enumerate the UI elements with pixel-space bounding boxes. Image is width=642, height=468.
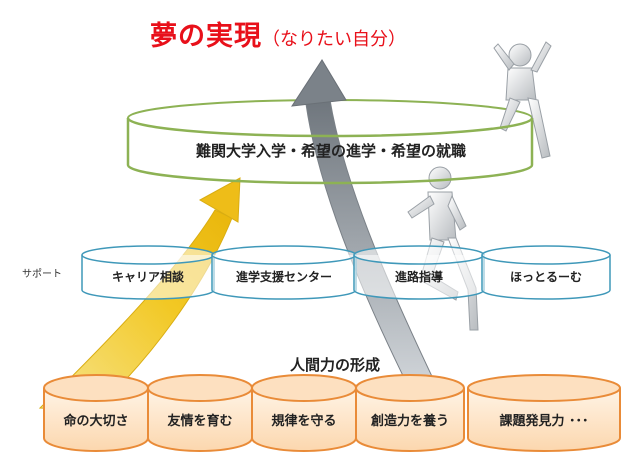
foundation-cylinder-3 bbox=[251, 374, 357, 452]
support-item-guidance: 進路指導 bbox=[394, 270, 443, 284]
goal-label: 難関大学入学・希望の進学・希望の就職 bbox=[195, 142, 466, 160]
foundation-item-discipline: 規律を守る bbox=[271, 414, 337, 429]
page-title: 夢の実現（なりたい自分） bbox=[150, 14, 480, 53]
support-label: サポート bbox=[22, 269, 62, 280]
foundation-cylinder-4 bbox=[355, 374, 465, 452]
figure-cheering-icon bbox=[493, 41, 552, 159]
support-ring-1 bbox=[81, 245, 215, 300]
foundation-item-friendship: 友情を育む bbox=[167, 414, 233, 429]
title-sub: （なりたい自分） bbox=[262, 29, 406, 50]
support-ring-4 bbox=[481, 245, 611, 300]
support-ring-3 bbox=[353, 245, 485, 300]
foundation-item-life: 命の大切さ bbox=[63, 414, 129, 429]
foundation-cylinder-2 bbox=[147, 374, 253, 452]
support-item-hot-room: ほっとるーむ bbox=[509, 270, 582, 284]
foundation-item-creativity: 創造力を養う bbox=[370, 414, 449, 429]
support-item-advancement-center: 進学支援センター bbox=[235, 270, 332, 284]
support-ring-2 bbox=[211, 245, 357, 300]
foundation-item-problem-finding: 課題発見力 ･･･ bbox=[499, 414, 589, 429]
support-item-career: キャリア相談 bbox=[111, 270, 184, 284]
goal-ring-rim bbox=[126, 117, 534, 138]
goal-ring-front bbox=[126, 118, 534, 185]
foundation-label: 人間力の形成 bbox=[289, 356, 380, 374]
foundation-cylinder-5 bbox=[467, 374, 621, 452]
title-main: 夢の実現 bbox=[150, 21, 262, 52]
